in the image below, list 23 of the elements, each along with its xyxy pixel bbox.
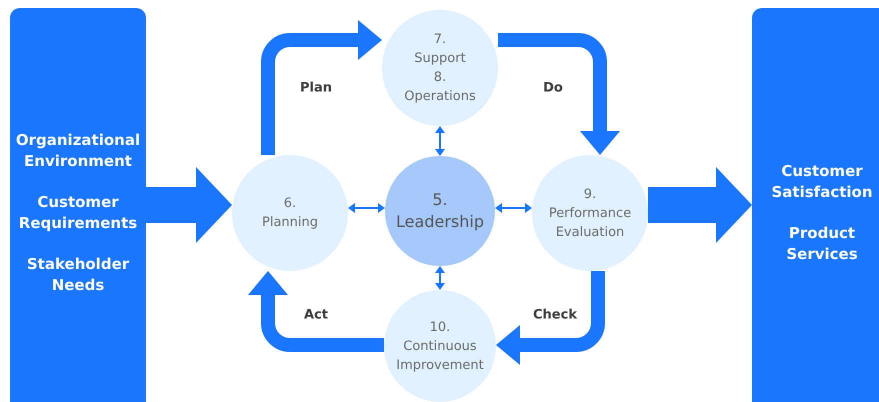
double-arrow [261, 20, 382, 155]
double-arrow [435, 126, 445, 156]
node-text: 10. Continuous Improvement [396, 318, 484, 374]
node-text: 5. Leadership [396, 189, 484, 233]
node-text: Product Services [786, 223, 858, 265]
side-panel [10, 8, 146, 402]
node-text: 9. Performance Evaluation [548, 186, 632, 242]
double-arrow [495, 203, 532, 213]
node-text: Customer Requirements [18, 192, 138, 234]
side-panel [752, 8, 879, 402]
node-text: 6. Planning [262, 195, 318, 232]
flow-arrow [146, 167, 232, 243]
double-arrow [348, 203, 385, 213]
double-arrow [248, 271, 384, 352]
flow-arrow [648, 167, 752, 243]
node-text: Stakeholder Needs [26, 254, 130, 296]
double-arrow [498, 33, 620, 155]
node-text: Organizational Environment [16, 130, 140, 172]
node-text: 7. Support [414, 31, 466, 68]
node-text: Customer Satisfaction [772, 161, 872, 203]
node-text: 8. Operations [404, 69, 476, 106]
double-arrow [435, 266, 445, 290]
double-arrow [496, 271, 605, 365]
